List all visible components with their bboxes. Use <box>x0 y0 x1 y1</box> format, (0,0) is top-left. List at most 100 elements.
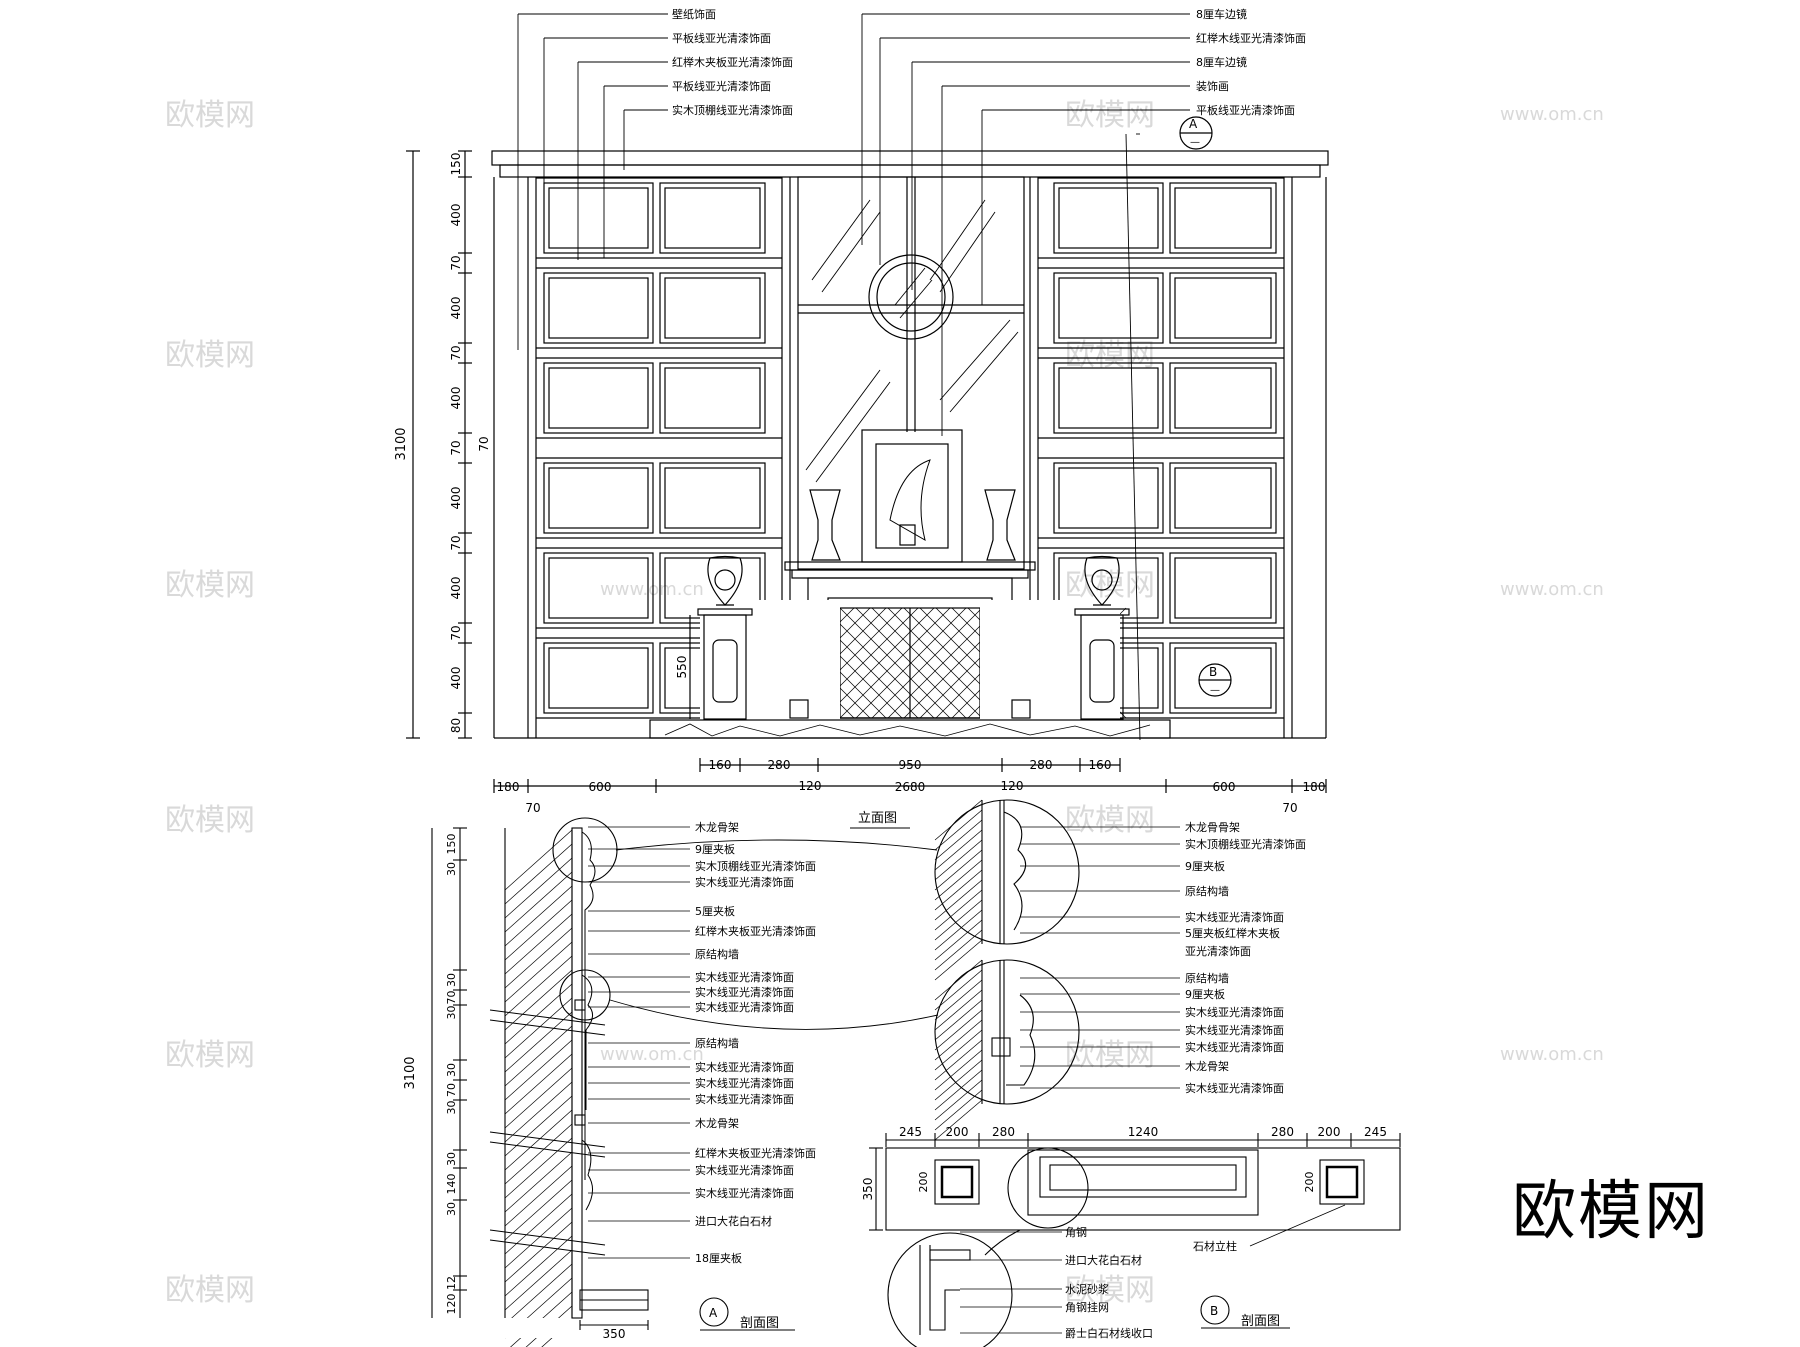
wall-panel-inner <box>664 367 761 429</box>
hatch <box>504 969 573 1031</box>
section-a-label: 实木顶棚线亚光清漆饰面 <box>695 859 816 873</box>
mask <box>440 1318 580 1338</box>
wall-panel-inner <box>1174 367 1272 429</box>
wall-panel-inner <box>1174 467 1272 529</box>
hatch <box>504 1221 573 1283</box>
dim-value: 160 <box>1089 758 1112 772</box>
detail-2-label: 木龙骨架 <box>1185 1060 1229 1073</box>
section-letter-b: B <box>1209 665 1217 679</box>
hatch <box>504 1025 573 1087</box>
watermark-url: www.om.cn <box>1500 1044 1604 1065</box>
detail-1 <box>934 799 1080 945</box>
hatch <box>504 899 573 961</box>
hatch <box>934 819 983 861</box>
section-a-label: 红榉木夹板亚光清漆饰面 <box>695 924 816 938</box>
detail-2-label: 实木线亚光清漆饰面 <box>1185 1023 1284 1037</box>
section-a-label: 原结构墙 <box>695 947 739 961</box>
dim-value: 180 <box>497 780 520 794</box>
wall-panel <box>543 552 654 624</box>
mirror-panel <box>797 176 1025 570</box>
dim-value: 70 <box>449 345 463 360</box>
dim-value: 245 <box>1364 1125 1387 1139</box>
wall-panel <box>1169 362 1277 434</box>
hatch <box>934 999 983 1041</box>
dim-value: 30 <box>445 1006 458 1020</box>
hatch <box>504 983 573 1045</box>
hatch <box>934 1039 983 1081</box>
dim-value: 70 <box>1282 801 1297 815</box>
detail-2-label: 实木线亚光清漆饰面 <box>1185 1040 1284 1054</box>
callout-label: 平板线亚光清漆饰面 <box>672 79 771 93</box>
hatch <box>934 1009 983 1051</box>
hatch <box>504 1095 573 1157</box>
wall-panel <box>543 362 654 434</box>
hatch <box>934 869 983 911</box>
hatch <box>504 1137 573 1199</box>
wall-panel-inner <box>1174 187 1272 249</box>
wall-panel <box>543 182 654 254</box>
watermark-text: 欧模网 <box>1065 803 1155 838</box>
dim-value: 140 <box>445 1174 458 1195</box>
elevation-drawing <box>406 13 1329 793</box>
stone-column-right <box>1319 1159 1365 1205</box>
cornice-top <box>491 150 1329 166</box>
hatch <box>934 809 983 851</box>
section-a-label: 实木线亚光清漆饰面 <box>695 1060 794 1074</box>
watermark-text: 欧模网 <box>1065 98 1155 133</box>
hatch <box>934 889 983 931</box>
decorative-painting <box>861 429 963 563</box>
dim-value: 600 <box>1213 780 1236 794</box>
hatch <box>504 1011 573 1073</box>
hatch <box>934 1099 983 1141</box>
hatch <box>934 1019 983 1061</box>
screen-line <box>855 607 967 719</box>
detail-circle-1 <box>552 817 618 883</box>
dim-value: 1240 <box>1128 1125 1159 1139</box>
dim-value: 30 <box>445 973 458 987</box>
callout-label: 8厘车边镜 <box>1196 55 1247 69</box>
hatch <box>504 885 573 947</box>
hatch <box>504 1249 573 1311</box>
section-b-mark <box>1200 1295 1230 1325</box>
detail-circles <box>934 799 1180 1141</box>
hatch <box>504 843 573 905</box>
dim-value: 70 <box>449 535 463 550</box>
callout-label: 平板线亚光清漆饰面 <box>672 31 771 45</box>
detail-2-label: 实木线亚光清漆饰面 <box>1185 1081 1284 1095</box>
hatch <box>934 1049 983 1091</box>
dim-value: 70 <box>449 440 463 455</box>
hatch <box>934 969 983 1011</box>
hatch <box>504 829 573 891</box>
wall-panel-inner <box>664 277 761 339</box>
wall-panel <box>1169 642 1277 714</box>
hatch <box>504 1151 573 1213</box>
wall-panel-inner <box>548 277 649 339</box>
callout-label: 壁纸饰面 <box>672 7 716 21</box>
hatch <box>934 799 983 841</box>
wall-panel-inner <box>1058 187 1159 249</box>
hatch <box>934 879 983 921</box>
mask <box>440 815 580 828</box>
dim-value: 280 <box>1030 758 1053 772</box>
callout-label: 平板线亚光清漆饰面 <box>1196 103 1295 117</box>
dim-inner: 70 <box>477 436 491 451</box>
dim-value: 400 <box>449 577 463 600</box>
section-a-label: 实木线亚光清漆饰面 <box>695 1163 794 1177</box>
watermark-text: 欧模网 <box>1065 338 1155 373</box>
section-b-detail-large <box>887 1232 1013 1347</box>
watermark-text: 欧模网 <box>165 803 255 838</box>
wall-panel-inner <box>548 647 649 709</box>
dim-value: 400 <box>449 204 463 227</box>
cornice-bottom <box>499 164 1321 178</box>
logo-watermark: 欧模网 <box>1512 1175 1710 1249</box>
hatch <box>934 859 983 901</box>
wall-panel-inner <box>548 557 649 619</box>
hatch <box>504 871 573 933</box>
section-a-title: 剖面图 <box>740 1316 779 1331</box>
wall-panel <box>543 272 654 344</box>
detail-1-label: 木龙骨骨架 <box>1185 821 1240 834</box>
hatch <box>504 1235 573 1297</box>
hatch <box>504 1053 573 1115</box>
hatch <box>934 989 983 1031</box>
watermark-text: 欧模网 <box>1065 1273 1155 1308</box>
